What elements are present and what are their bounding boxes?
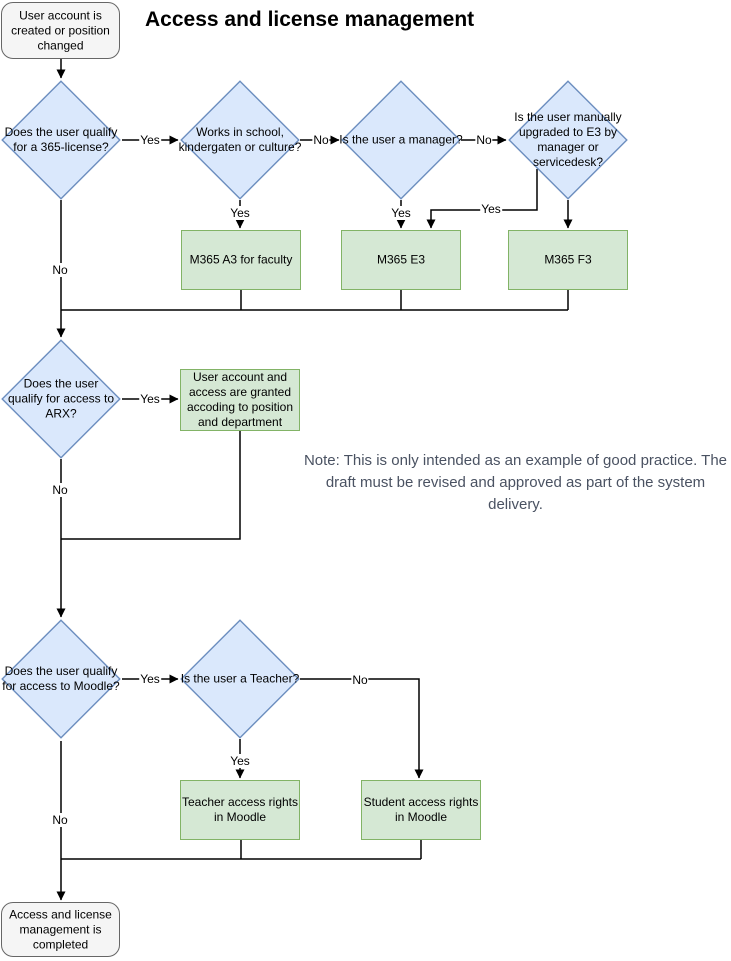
decision-is-manager: Is the user a manager? xyxy=(339,80,463,200)
edge-label-yes-moodle: Yes xyxy=(139,672,161,686)
process-arx-grant: User account and access are granted acco… xyxy=(180,369,300,431)
decision-is-teacher: Is the user a Teacher? xyxy=(180,619,300,739)
process-teacher-rights-label: Teacher access rights in Moodle xyxy=(181,795,299,824)
terminal-start-label: User account is created or position chan… xyxy=(11,8,110,52)
edge-label-no-q365: No xyxy=(51,263,69,277)
edge-label-no-arx: No xyxy=(51,483,69,497)
process-student-rights-label: Student access rights in Moodle xyxy=(363,795,479,824)
decision-365-license-label: Does the user qualify for a 365-license? xyxy=(4,125,118,154)
edge-qteacher-no-to-student xyxy=(300,678,424,779)
process-m365-a3-label: M365 A3 for faculty xyxy=(189,252,293,267)
edge-label-yes-teacher: Yes xyxy=(229,754,251,768)
edge-label-yes-arx: Yes xyxy=(139,392,161,406)
edge-label-no-moodle: No xyxy=(51,813,69,827)
process-student-rights: Student access rights in Moodle xyxy=(361,780,481,840)
diamond-shape xyxy=(508,80,628,200)
diamond-shape xyxy=(1,80,121,200)
diamond-shape xyxy=(1,619,121,739)
edge-label-no-teacher: No xyxy=(351,673,369,687)
edge-label-yes-manager: Yes xyxy=(390,206,412,220)
terminal-end-label: Access and license management is complet… xyxy=(9,907,112,951)
decision-arx-access-label: Does the user qualify for access to ARX? xyxy=(7,376,115,421)
decision-arx-access: Does the user qualify for access to ARX? xyxy=(1,339,121,459)
decision-is-manager-label: Is the user a manager? xyxy=(339,132,463,147)
process-teacher-rights: Teacher access rights in Moodle xyxy=(180,780,300,840)
process-arx-grant-label: User account and access are granted acco… xyxy=(186,370,294,429)
diamond-shape xyxy=(180,619,300,739)
decision-is-teacher-label: Is the user a Teacher? xyxy=(180,671,300,686)
process-m365-e3: M365 E3 xyxy=(341,230,461,290)
process-m365-f3-label: M365 F3 xyxy=(544,252,592,267)
edge-label-yes-school: Yes xyxy=(229,206,251,220)
process-m365-a3: M365 A3 for faculty xyxy=(181,230,301,290)
decision-works-in-school-label: Works in school, kindergaten or culture? xyxy=(178,125,302,154)
diamond-shape xyxy=(180,80,300,200)
edge-grant-return xyxy=(61,431,241,540)
diamond-shape xyxy=(341,80,461,200)
edge-label-no-school: No xyxy=(312,133,330,147)
edge-label-yes-upgrade: Yes xyxy=(480,202,502,216)
diamond-shape xyxy=(1,339,121,459)
process-m365-f3: M365 F3 xyxy=(508,230,628,290)
edge-label-no-manager: No xyxy=(475,133,493,147)
terminal-end: Access and license management is complet… xyxy=(1,902,120,957)
decision-manual-upgrade-e3-label: Is the user manually upgraded to E3 by m… xyxy=(514,110,622,169)
edge-label-yes-q365: Yes xyxy=(139,133,161,147)
note-text: Note: This is only intended as an exampl… xyxy=(303,452,728,513)
process-m365-e3-label: M365 E3 xyxy=(376,252,426,267)
terminal-start: User account is created or position chan… xyxy=(1,2,120,59)
decision-moodle-access: Does the user qualify for access to Mood… xyxy=(1,619,121,739)
decision-manual-upgrade-e3: Is the user manually upgraded to E3 by m… xyxy=(508,80,628,200)
page-title: Access and license management xyxy=(145,8,475,31)
decision-moodle-access-label: Does the user qualify for access to Mood… xyxy=(2,664,120,693)
decision-365-license: Does the user qualify for a 365-license? xyxy=(1,80,121,200)
decision-works-in-school: Works in school, kindergaten or culture? xyxy=(179,80,301,200)
